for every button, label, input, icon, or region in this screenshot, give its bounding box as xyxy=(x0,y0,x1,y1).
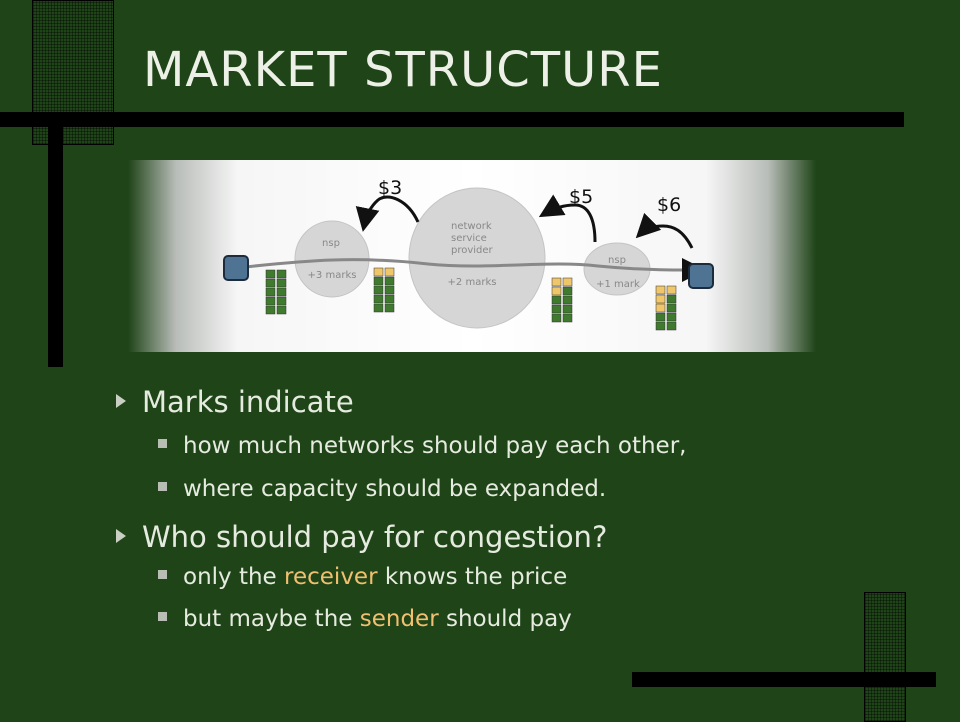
sub-bullet: but maybe the sender should pay xyxy=(158,606,572,632)
packet-mark-cell xyxy=(666,294,677,304)
nsp-left-marks: +3 marks xyxy=(308,270,357,281)
bullet-text: Who should pay for congestion? xyxy=(142,520,608,554)
packet-mark-cell xyxy=(551,277,562,287)
bullet-marks-indicate: Marks indicate xyxy=(116,385,354,419)
packet-mark-cell xyxy=(551,295,562,305)
receiver-host xyxy=(688,263,714,289)
highlight-receiver: receiver xyxy=(284,564,378,590)
sub-bullet: where capacity should be expanded. xyxy=(158,476,606,502)
price-label-2: $5 xyxy=(569,186,593,208)
network-diagram-svg: nsp +3 marks network service provider +2… xyxy=(223,177,714,331)
nsp-center-marks: +2 marks xyxy=(448,277,497,288)
packet-mark-cell xyxy=(373,276,384,286)
packet-mark-cell xyxy=(384,303,395,313)
sub-bullet-text-pre: but maybe the xyxy=(183,606,360,632)
packet-mark-cell xyxy=(562,313,573,323)
packet-mark-cell xyxy=(384,267,395,277)
packet-mark-cell xyxy=(655,294,666,304)
packet-mark-cell xyxy=(265,278,276,288)
square-bullet-icon xyxy=(158,570,167,579)
packet-mark-cell xyxy=(265,305,276,315)
decorative-bar-vertical-left xyxy=(48,127,63,367)
nsp-center-label-line-2: service xyxy=(451,233,487,244)
sub-bullet: how much networks should pay each other, xyxy=(158,433,686,459)
price-arrow-1 xyxy=(355,195,420,232)
sender-host xyxy=(223,255,249,281)
packet-mark-cell xyxy=(276,269,287,279)
nsp-right-marks: +1 mark xyxy=(596,279,640,290)
bullet-arrow-icon xyxy=(116,394,126,408)
sub-bullet-text-pre: only the xyxy=(183,564,285,590)
decorative-block-bottom-right xyxy=(864,592,906,722)
packet-mark-cell xyxy=(276,296,287,306)
network-service-provider-node xyxy=(408,187,546,329)
sub-bullet-text-post: knows the price xyxy=(377,564,568,590)
nsp-left-label: nsp xyxy=(322,238,340,249)
sub-bullet-text-post: should pay xyxy=(438,606,572,632)
packet-mark-cell xyxy=(373,303,384,313)
packet-mark-cell xyxy=(384,294,395,304)
price-arrow-2 xyxy=(538,194,597,243)
square-bullet-icon xyxy=(158,612,167,621)
packet-mark-cell xyxy=(276,287,287,297)
packet-mark-cell xyxy=(666,303,677,313)
packet-mark-cell xyxy=(655,303,666,313)
nsp-center-label-line-3: provider xyxy=(451,245,494,256)
packet-mark-cell xyxy=(666,285,677,295)
packet-mark-cell xyxy=(373,294,384,304)
packet-mark-cell xyxy=(265,287,276,297)
packet-mark-cell xyxy=(373,267,384,277)
packet-mark-cell xyxy=(551,286,562,296)
slide-title: MARKET STRUCTURE xyxy=(143,42,663,98)
decorative-bar-horizontal-bottom xyxy=(632,672,936,687)
packet-mark-cell xyxy=(551,304,562,314)
decorative-bar-horizontal-top xyxy=(0,112,904,127)
bullet-arrow-icon xyxy=(116,529,126,543)
nsp-center-label-line-1: network xyxy=(451,221,492,232)
network-diagram: nsp +3 marks network service provider +2… xyxy=(128,160,816,352)
packet-mark-cell xyxy=(276,305,287,315)
flow-path xyxy=(235,258,706,283)
packet-mark-cell xyxy=(666,321,677,331)
packet-mark-cell xyxy=(265,269,276,279)
packet-mark-cell xyxy=(562,277,573,287)
price-arrow-3 xyxy=(635,212,694,249)
nsp-right-label: nsp xyxy=(608,255,626,266)
packet-mark-cell xyxy=(373,285,384,295)
price-label-3: $6 xyxy=(657,194,681,216)
packet-mark-cell xyxy=(562,286,573,296)
price-label-1: $3 xyxy=(378,177,402,199)
bullet-text: Marks indicate xyxy=(142,385,354,419)
highlight-sender: sender xyxy=(359,606,439,632)
packet-mark-cell xyxy=(655,285,666,295)
packet-mark-cell xyxy=(655,321,666,331)
packet-mark-cell xyxy=(655,312,666,322)
sub-bullet-text: where capacity should be expanded. xyxy=(183,476,607,502)
packet-mark-cell xyxy=(384,276,395,286)
sub-bullet-text: how much networks should pay each other, xyxy=(183,433,687,459)
packet-mark-cell xyxy=(562,304,573,314)
square-bullet-icon xyxy=(158,439,167,448)
packet-mark-cell xyxy=(265,296,276,306)
sub-bullet: only the receiver knows the price xyxy=(158,564,567,590)
packet-mark-cell xyxy=(551,313,562,323)
bullet-who-should-pay: Who should pay for congestion? xyxy=(116,520,607,554)
packet-mark-cell xyxy=(276,278,287,288)
packet-mark-cell xyxy=(666,312,677,322)
packet-mark-cell xyxy=(562,295,573,305)
packet-mark-cell xyxy=(384,285,395,295)
square-bullet-icon xyxy=(158,482,167,491)
